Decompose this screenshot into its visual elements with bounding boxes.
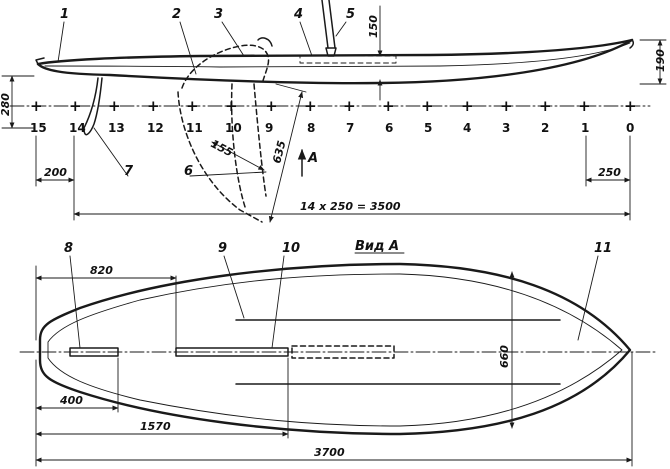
fin-height-dim: 150 — [367, 15, 380, 38]
board-deck-line — [36, 38, 634, 66]
station-mark: + — [578, 97, 591, 115]
mast-track — [291, 345, 395, 359]
station-label: 6 — [385, 121, 393, 135]
station-label: 9 — [265, 121, 273, 135]
bow-offset-dim: 250 — [598, 166, 621, 179]
station-label: 1 — [581, 121, 589, 135]
station-mark: + — [539, 97, 552, 115]
mast-step-b-dim: 635 — [270, 139, 288, 165]
station-mark: + — [265, 97, 278, 115]
station-label: 15 — [30, 121, 47, 135]
station-label: 8 — [307, 121, 315, 135]
stern-height-dim: 280 — [0, 93, 12, 116]
station-label: 3 — [502, 121, 510, 135]
callout-9-leader — [223, 255, 245, 319]
callout-1: 1 — [60, 7, 69, 22]
station-labels: 15 14 13 12 11 10 9 8 7 6 5 4 3 2 1 0 — [30, 121, 634, 135]
station-label: 4 — [463, 121, 471, 135]
callout-3: 3 — [214, 7, 223, 22]
beam-dim: 660 — [498, 345, 511, 368]
callout-10-leader — [271, 255, 285, 349]
station-mark: + — [30, 97, 43, 115]
mast-step-b-dim-line — [268, 91, 304, 223]
daggerboard-curve — [261, 51, 270, 85]
station-mark: + — [108, 97, 121, 115]
mast-foot-box — [299, 55, 397, 64]
callout-10: 10 — [282, 241, 300, 256]
station-label: 13 — [108, 121, 125, 135]
station-label: 2 — [541, 121, 549, 135]
station-spacing-dim: 14 x 250 = 3500 — [300, 200, 401, 213]
board-nose — [629, 39, 635, 49]
station-mark: + — [500, 97, 513, 115]
mast-step-a-dim: 155 — [209, 137, 236, 159]
callout-11-leader — [577, 255, 599, 341]
daggerboard-dim: 400 — [59, 394, 83, 407]
daggerboard-top — [257, 37, 273, 47]
station-mark: + — [225, 97, 238, 115]
side-callout-leaders — [57, 21, 347, 177]
stern-offset-dim: 200 — [44, 166, 67, 179]
callout-8: 8 — [64, 241, 73, 256]
callout-7: 7 — [124, 164, 134, 179]
skeg-slot — [69, 347, 119, 357]
board-rail-line — [44, 42, 631, 68]
callout-11: 11 — [594, 241, 612, 256]
daggerboard-raised — [181, 44, 267, 89]
board-outline-plan — [38, 262, 632, 436]
board-bottom-line — [36, 38, 634, 85]
overall-length-dim: 3700 — [314, 446, 345, 459]
station-label: 12 — [147, 121, 164, 135]
callout-2: 2 — [172, 7, 181, 22]
bow-height-dim: 190 — [654, 49, 667, 72]
station-ticks: + + + + + + + + + + + + + + + + — [30, 97, 637, 115]
footstrap-dim: 1570 — [140, 420, 171, 433]
board-rail-plan — [47, 273, 623, 427]
callout-8-leader — [69, 255, 81, 349]
callout-9: 9 — [218, 241, 227, 256]
plan-view-title: Вид А — [355, 239, 399, 254]
station-label: 5 — [424, 121, 432, 135]
station-mark: + — [461, 97, 474, 115]
callout-5: 5 — [346, 7, 355, 22]
callout-6: 6 — [184, 164, 193, 179]
station-label: 14 — [69, 121, 86, 135]
station-label: 0 — [626, 121, 634, 135]
side-view: + + + + + + + + + + + + + + + + 15 14 13… — [0, 0, 667, 223]
mast-foot-dim: 820 — [90, 264, 113, 277]
mast-step-a-dim-line — [211, 141, 265, 171]
mast-base — [325, 47, 337, 57]
station-mark: + — [186, 97, 199, 115]
daggerboard-outline — [177, 91, 263, 223]
daggerboard-slot — [175, 347, 289, 357]
callout-4: 4 — [293, 7, 303, 22]
station-mark: + — [304, 97, 317, 115]
station-mark: + — [624, 97, 637, 115]
station-mark: + — [147, 97, 160, 115]
mast-step-b-ext — [275, 83, 307, 93]
station-label: 10 — [225, 121, 242, 135]
skeg — [83, 77, 103, 136]
station-label: 11 — [186, 121, 203, 135]
mast-lines — [321, 0, 336, 49]
station-mark: + — [382, 97, 395, 115]
station-mark: + — [69, 97, 82, 115]
station-mark: + — [343, 97, 356, 115]
station-label: 7 — [346, 121, 354, 135]
plan-view: Вид А 8 9 10 11 820 660 — [19, 239, 657, 467]
view-a-arrow-label: A — [307, 151, 318, 166]
station-mark: + — [421, 97, 434, 115]
board-stern — [35, 57, 45, 65]
